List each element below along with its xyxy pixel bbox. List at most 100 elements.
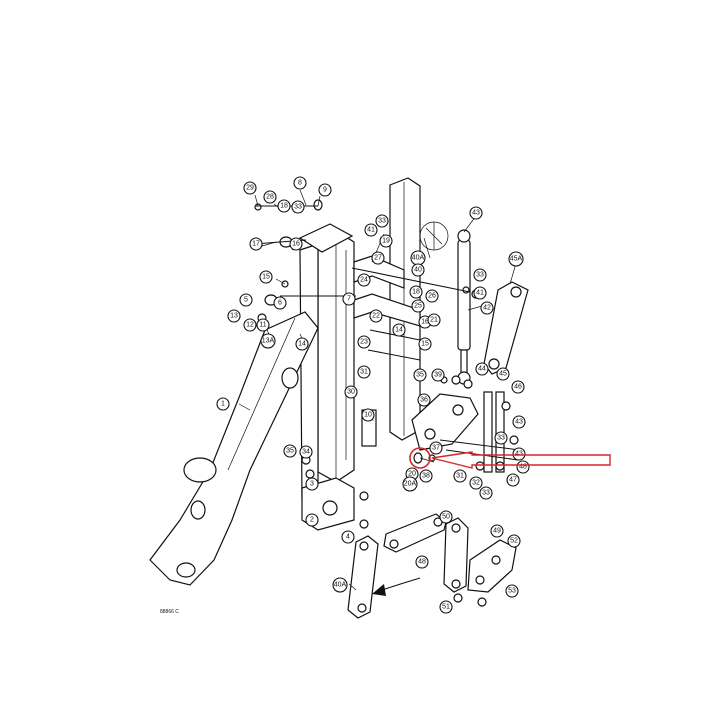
detail-inset [419,221,449,251]
callout-label: 26 [428,293,436,300]
callout-bubble [419,469,433,483]
callout-9: 9 [318,183,332,197]
callout-bubble [293,176,307,190]
callout-bubble [283,444,297,458]
callout-1: 1 [216,397,230,411]
callout-35: 35 [413,368,427,382]
link-45a [483,281,529,375]
callout-bubble [479,486,493,500]
callout-40: 40 [411,263,425,277]
callout-bubble [357,335,371,349]
callout-label: 51 [442,604,450,611]
callout-bubble [439,510,453,524]
callout-20a: 20A [402,476,418,492]
callout-bubble [289,237,303,251]
callout-label: 23 [360,339,368,346]
callout-8: 8 [293,176,307,190]
callout-bubble [263,190,277,204]
callout-16: 16 [289,237,303,251]
callout-bubble [305,513,319,527]
callout-24: 24 [357,273,371,287]
callout-bubble [439,600,453,614]
callout-bubble [480,301,494,315]
callout-label: 33 [476,272,484,279]
callout-42: 42 [480,301,494,315]
highlight-annotation [409,447,611,469]
callout-label: 35 [286,448,294,455]
callout-label: 33 [294,204,302,211]
callout-bubble [357,273,371,287]
callout-label: 2 [310,517,314,524]
callout-bubble [417,393,431,407]
callout-label: 11 [259,322,266,329]
callout-label: 48 [519,464,527,471]
callout-bubble [512,415,526,429]
callout-bubble [431,368,445,382]
pivot-plate [411,393,479,451]
callout-7: 7 [342,292,356,306]
callout-bubble [379,234,393,248]
boom-arm [149,311,319,586]
callout-bubble [364,223,378,237]
callout-6: 6 [273,296,287,310]
callout-bubble [392,323,406,337]
callout-label: 13A [262,338,275,345]
callout-48: 48 [415,555,429,569]
callout-label: 33 [497,435,505,442]
callout-label: 43 [515,419,523,426]
callout-50: 50 [439,510,453,524]
callout-bubble [369,309,383,323]
callout-40a: 40A [332,577,348,593]
callout-label: 50 [442,514,450,521]
callout-label: 15 [262,274,270,281]
callout-17: 17 [249,237,263,251]
callout-label: 44 [478,366,486,373]
callout-15: 15 [418,337,432,351]
callout-label: 31 [456,473,464,480]
callout-5: 5 [239,293,253,307]
callout-label: 22 [372,313,380,320]
callout-label: 16 [421,319,429,326]
callout-label: 40A [412,255,425,262]
callout-33: 33 [479,486,493,500]
callout-label: 6 [278,300,282,307]
callout-39: 39 [431,368,445,382]
callout-bubble [507,534,521,548]
callout-bubble [425,289,439,303]
highlight-circle [409,447,431,469]
callout-bubble [508,251,524,267]
callout-45: 45 [496,367,510,381]
callout-bubble [227,309,241,323]
callout-label: 27 [374,255,382,262]
callout-label: 18 [280,203,288,210]
callout-label: 9 [323,187,327,194]
callout-bubble [299,445,313,459]
callout-44: 44 [475,362,489,376]
callout-19: 19 [379,234,393,248]
callout-bubble [411,299,425,313]
callout-label: 30 [347,389,355,396]
callout-label: 16 [292,241,300,248]
callout-48: 48 [516,460,530,474]
callout-bubble [429,441,443,455]
callout-38: 38 [419,469,433,483]
callout-23: 23 [357,335,371,349]
callout-bubble [344,385,358,399]
callout-43: 43 [469,206,483,220]
callout-14: 14 [295,337,309,351]
callout-bubble [402,476,418,492]
callout-label: 37 [432,445,440,452]
callout-bubble [473,286,487,300]
callout-31: 31 [357,365,371,379]
callout-3: 3 [305,477,319,491]
callout-45a: 45A [508,251,524,267]
callout-label: 47 [509,477,517,484]
callout-46: 46 [511,380,525,394]
callout-label: 38 [422,473,430,480]
callout-33: 33 [291,200,305,214]
callout-label: 40A [334,582,347,589]
callout-label: 40 [414,267,422,274]
callout-label: 25 [414,303,422,310]
hardware-set [254,199,519,607]
